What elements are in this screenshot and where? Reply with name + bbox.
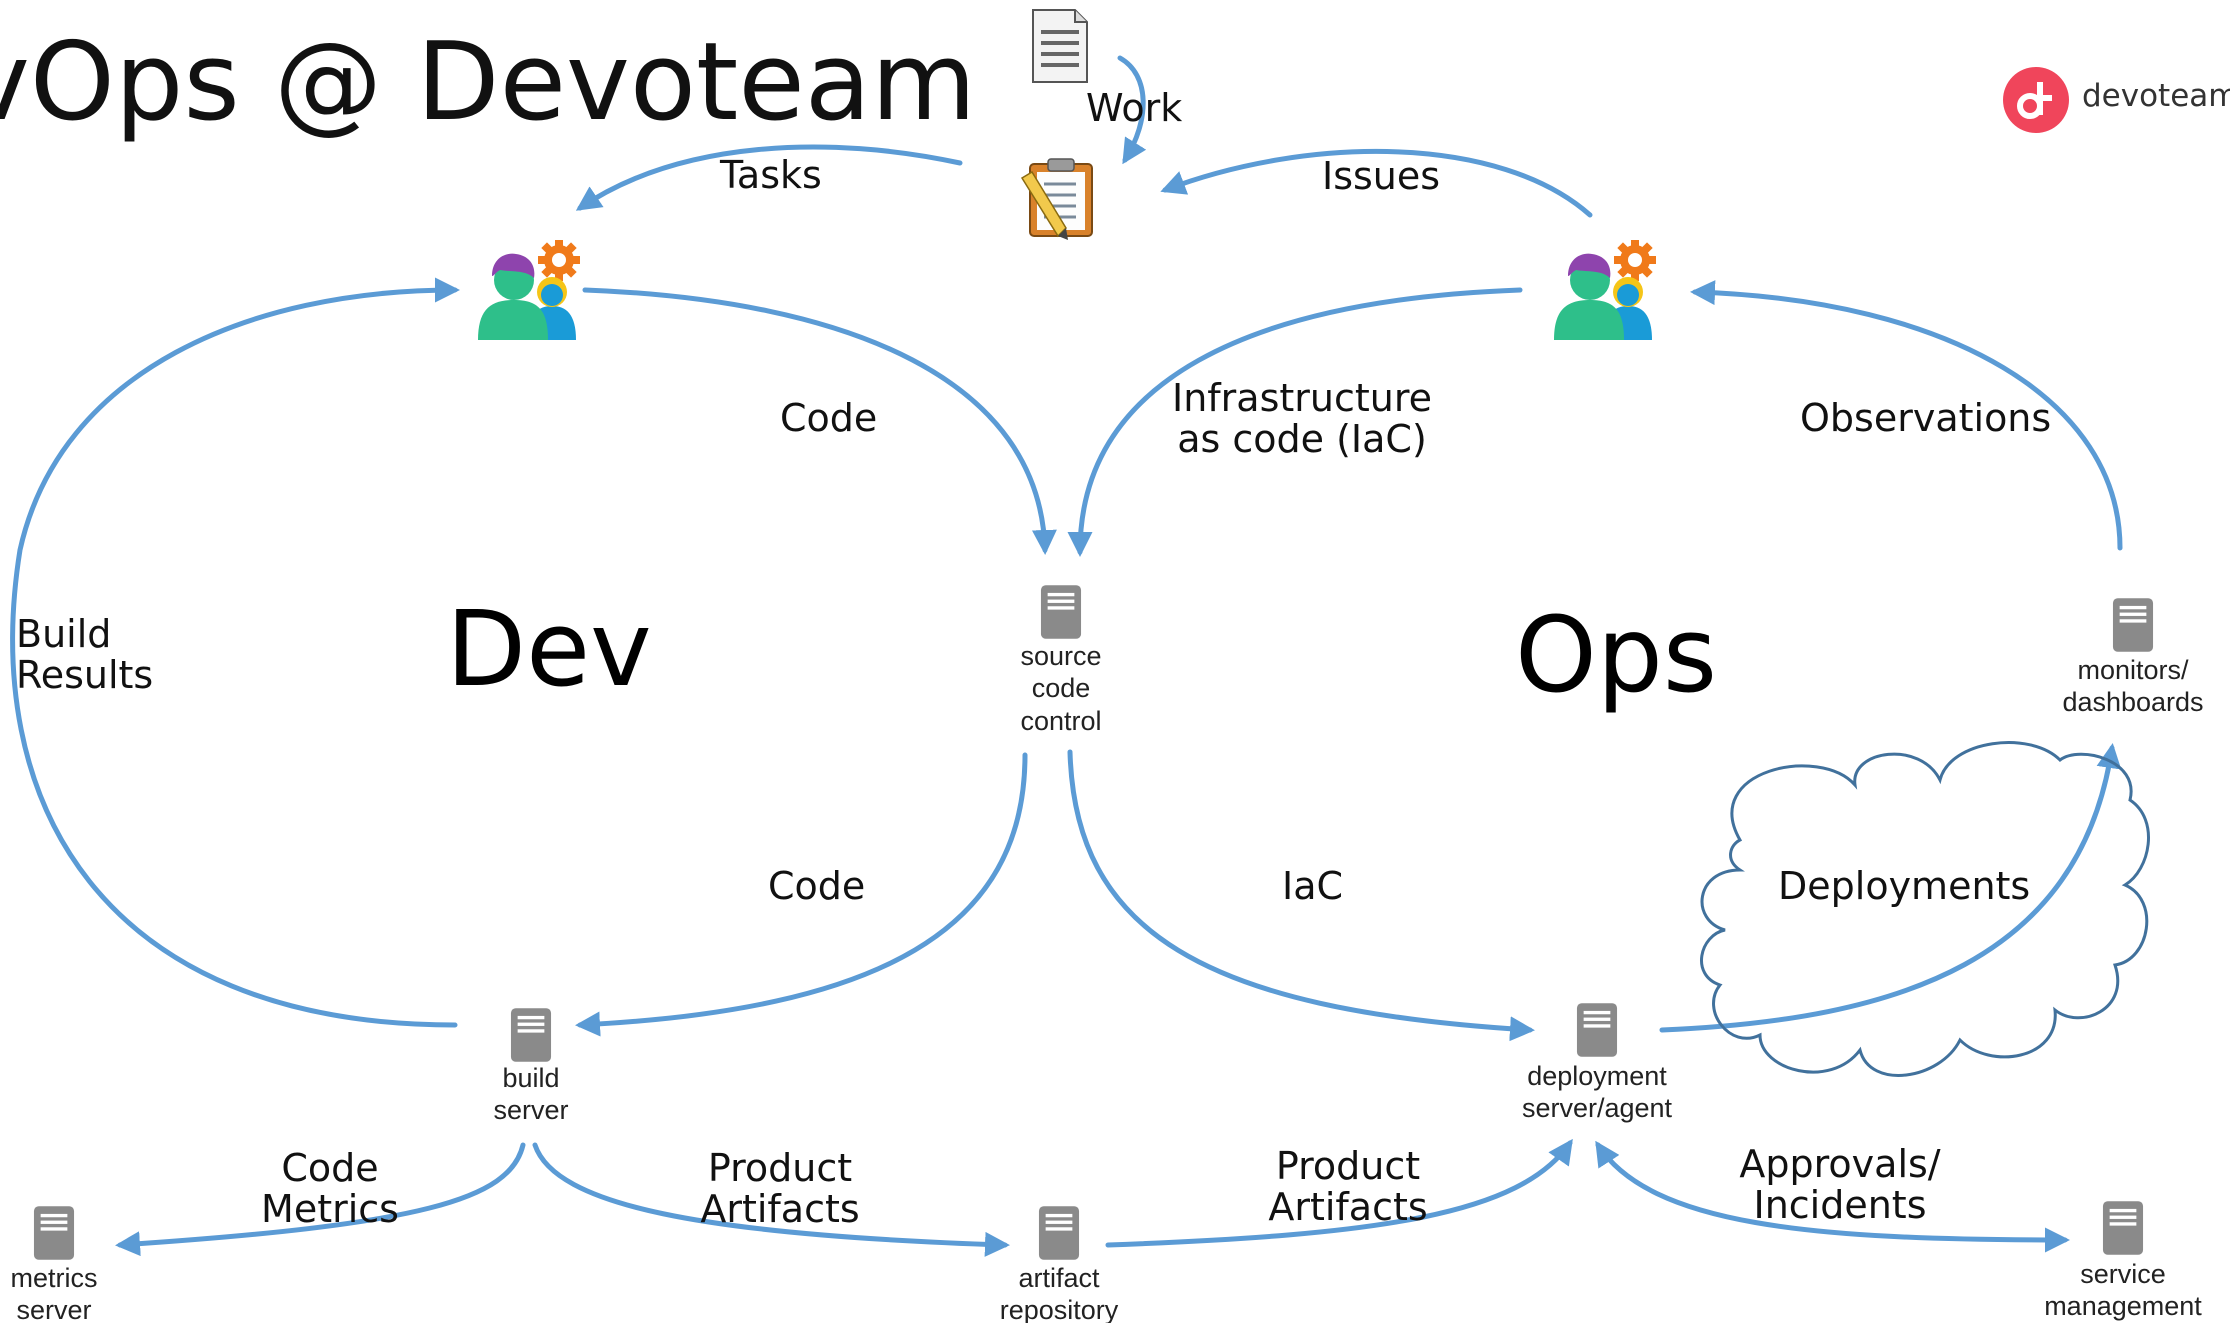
deployments-cloud	[1700, 741, 2150, 1077]
brand: devoteam	[2070, 78, 2230, 114]
node-source-line1: source	[1020, 641, 1102, 671]
page-title: vOps @ Devoteam	[0, 20, 977, 145]
arrow-code-bottom	[575, 752, 1028, 1037]
arrow-tasks	[575, 144, 963, 211]
server-icon	[2112, 598, 2154, 652]
label-build-results-line1: Build	[16, 612, 112, 656]
arrow-iac-top	[1067, 287, 1523, 557]
server-icon	[33, 1206, 75, 1260]
server-icon	[1038, 1206, 1080, 1260]
label-code-metrics: Code Metrics	[220, 1146, 440, 1232]
node-service-management: service management	[2038, 1258, 2208, 1323]
label-code-metrics-line2: Metrics	[261, 1187, 399, 1232]
node-monitors-dashboards: monitors/ dashboards	[2048, 654, 2218, 719]
team-users-gear-icon	[1554, 240, 1656, 340]
node-deployment-server: deployment server/agent	[1507, 1060, 1687, 1125]
node-service-line2: management	[2044, 1291, 2202, 1322]
label-product-artifacts-right: Product Artifacts	[1248, 1144, 1448, 1230]
region-ops: Ops	[1515, 594, 1718, 716]
arrow-code-metrics	[115, 1142, 526, 1257]
label-iac-top-line1: Infrastructure	[1172, 376, 1433, 420]
node-artifact-line1: artifact	[1018, 1263, 1100, 1293]
node-build-server: build server	[471, 1062, 591, 1127]
server-icon	[510, 1008, 552, 1062]
label-approvals-incidents: Approvals/ Incidents	[1720, 1142, 1960, 1228]
region-dev: Dev	[446, 588, 652, 710]
label-build-results: Build Results	[16, 612, 154, 698]
node-metrics-server: metrics server	[0, 1262, 114, 1323]
label-code-bottom: Code	[768, 864, 866, 908]
node-metrics-line2: server	[16, 1295, 92, 1323]
server-icon	[1040, 585, 1082, 639]
node-build-line2: server	[493, 1095, 569, 1126]
arrow-deployments	[1659, 743, 2122, 1033]
label-iac-top-line2: as code (IaC)	[1177, 417, 1427, 462]
arrow-build-results	[10, 277, 460, 1028]
label-code-top: Code	[780, 396, 878, 440]
node-deployment-line2: server/agent	[1521, 1093, 1673, 1124]
label-product-artifacts-left-line2: Artifacts	[700, 1187, 860, 1232]
label-tasks: Tasks	[720, 153, 822, 197]
node-artifact-line2: repository	[999, 1295, 1119, 1323]
label-product-artifacts-left: Product Artifacts	[680, 1146, 880, 1232]
arrow-approvals	[1595, 1140, 2070, 1253]
label-work: Work	[1086, 86, 1183, 130]
server-icon	[1576, 1003, 1618, 1057]
node-source-line2: code	[1031, 673, 1091, 704]
label-approvals-line1: Approvals/	[1739, 1142, 1941, 1186]
label-deployments: Deployments	[1778, 864, 2031, 908]
node-deployment-line1: deployment	[1527, 1061, 1667, 1091]
team-users-gear-icon	[478, 240, 580, 340]
arrow-product-artifacts-left	[532, 1142, 1010, 1257]
arrow-code-top	[582, 287, 1057, 555]
clipboard-icon	[1020, 158, 1093, 240]
arrow-work	[1117, 55, 1147, 165]
label-code-metrics-line1: Code	[281, 1146, 379, 1190]
label-build-results-line2: Results	[16, 653, 154, 698]
label-issues: Issues	[1322, 154, 1441, 198]
node-source-line3: control	[1020, 705, 1102, 736]
label-product-artifacts-left-line1: Product	[707, 1146, 853, 1190]
label-iac-top: Infrastructure as code (IaC)	[1172, 376, 1433, 462]
node-artifact-repository: artifact repository	[984, 1262, 1134, 1323]
label-iac-bottom: IaC	[1282, 864, 1344, 908]
arrow-product-artifacts-right	[1105, 1138, 1573, 1248]
arrow-issues	[1160, 148, 1593, 218]
label-product-artifacts-right-line1: Product	[1275, 1144, 1421, 1188]
node-source-code-control: source code control	[981, 640, 1141, 737]
document-icon	[1032, 9, 1088, 83]
node-service-line1: service	[2080, 1259, 2166, 1289]
node-build-line1: build	[502, 1063, 560, 1093]
arrow-iac-bottom	[1067, 749, 1535, 1042]
node-metrics-line1: metrics	[10, 1263, 98, 1293]
label-approvals-line2: Incidents	[1753, 1183, 1927, 1228]
node-monitors-line2: dashboards	[2062, 687, 2204, 718]
label-product-artifacts-right-line2: Artifacts	[1268, 1185, 1428, 1230]
brand-name: devoteam	[2082, 78, 2230, 114]
arrow-observations	[1690, 280, 2123, 551]
label-observations: Observations	[1800, 396, 2052, 440]
node-monitors-line1: monitors/	[2077, 655, 2189, 685]
devoteam-logo-icon	[2003, 67, 2069, 133]
server-icon	[2102, 1201, 2144, 1255]
